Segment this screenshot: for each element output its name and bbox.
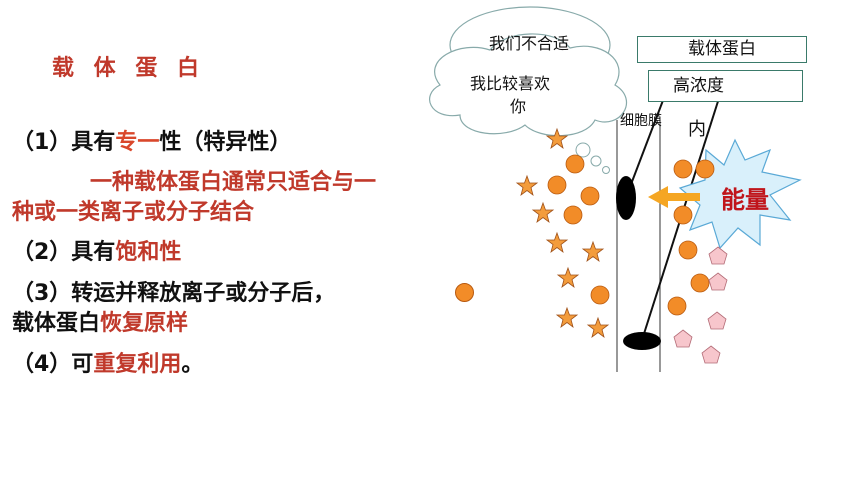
orange-molecule	[690, 273, 710, 293]
star	[556, 266, 580, 289]
carrier-label: 载体蛋白	[688, 39, 756, 59]
point-1-desc-line2: 种或一类离子或分子结合	[12, 200, 255, 225]
point-4-suffix: 。	[181, 352, 204, 377]
star	[545, 127, 569, 150]
point-2-highlight: 饱和性	[115, 240, 182, 265]
inside-label: 内	[688, 119, 706, 140]
point-3-line2-prefix: 载体蛋白	[12, 311, 101, 336]
point-1: （1）具有专一性（特异性）	[12, 124, 291, 156]
point-3-line1: （3）转运并释放离子或分子后，	[12, 281, 336, 306]
energy-arrow	[648, 186, 700, 208]
point-2-prefix: （2）具有	[12, 240, 116, 265]
star	[586, 316, 610, 339]
bubble-main-line1: 我比较喜欢	[470, 74, 551, 93]
outside-stars	[515, 127, 610, 339]
point-4: （4）可重复利用。	[12, 346, 203, 378]
orange-molecule	[547, 175, 567, 195]
high-conc-box: 高浓度	[648, 70, 803, 102]
bubble-trail-1	[575, 142, 591, 158]
orange-molecule	[565, 154, 585, 174]
star	[531, 201, 555, 224]
orange-molecule	[667, 296, 687, 316]
bubble-trail-3	[602, 166, 610, 174]
orange-molecule	[673, 159, 693, 179]
pink-molecule	[708, 246, 728, 265]
inside-dots	[667, 159, 715, 316]
star	[545, 231, 569, 254]
star	[515, 174, 539, 197]
carrier-label-box: 载体蛋白	[637, 36, 807, 63]
pink-molecule	[673, 329, 693, 348]
point-3-highlight: 恢复原样	[100, 311, 189, 336]
point-1-prefix: （1）具有	[12, 130, 116, 155]
orange-molecule	[678, 240, 698, 260]
point-1-highlight: 专一	[115, 130, 160, 155]
star	[555, 306, 579, 329]
point-4-prefix: （4）可	[12, 352, 94, 377]
pink-molecule	[707, 311, 727, 330]
inside-pentagons	[673, 246, 728, 364]
orange-molecule	[580, 186, 600, 206]
bubble-trail-2	[590, 155, 602, 167]
pink-molecule	[708, 272, 728, 291]
bubble-top-text: 我们不合适	[489, 34, 570, 53]
high-conc-label: 高浓度	[673, 76, 724, 96]
outside-dots	[547, 154, 610, 305]
molecule-dot	[455, 283, 474, 302]
orange-molecule	[695, 159, 715, 179]
star	[581, 240, 605, 263]
membrane-label: 细胞膜	[620, 113, 662, 129]
pink-molecule	[701, 345, 721, 364]
point-2: （2）具有饱和性	[12, 234, 181, 266]
thought-bubble-main	[429, 33, 628, 137]
bubble-main-line2: 你	[510, 97, 527, 116]
carrier-head-lower	[623, 332, 661, 350]
page-title: 载 体 蛋 白	[52, 56, 205, 81]
orange-molecule	[590, 285, 610, 305]
point-1-desc-line1: 一种载体蛋白通常只适合与一	[90, 170, 377, 195]
point-3-line2: 载体蛋白恢复原样	[12, 305, 188, 337]
point-4-highlight: 重复利用	[93, 352, 182, 377]
carrier-head-upper	[616, 176, 636, 220]
orange-molecule	[673, 205, 693, 225]
orange-molecule	[563, 205, 583, 225]
point-1-suffix: 性（特异性）	[159, 130, 292, 155]
energy-label: 能量	[721, 186, 769, 214]
